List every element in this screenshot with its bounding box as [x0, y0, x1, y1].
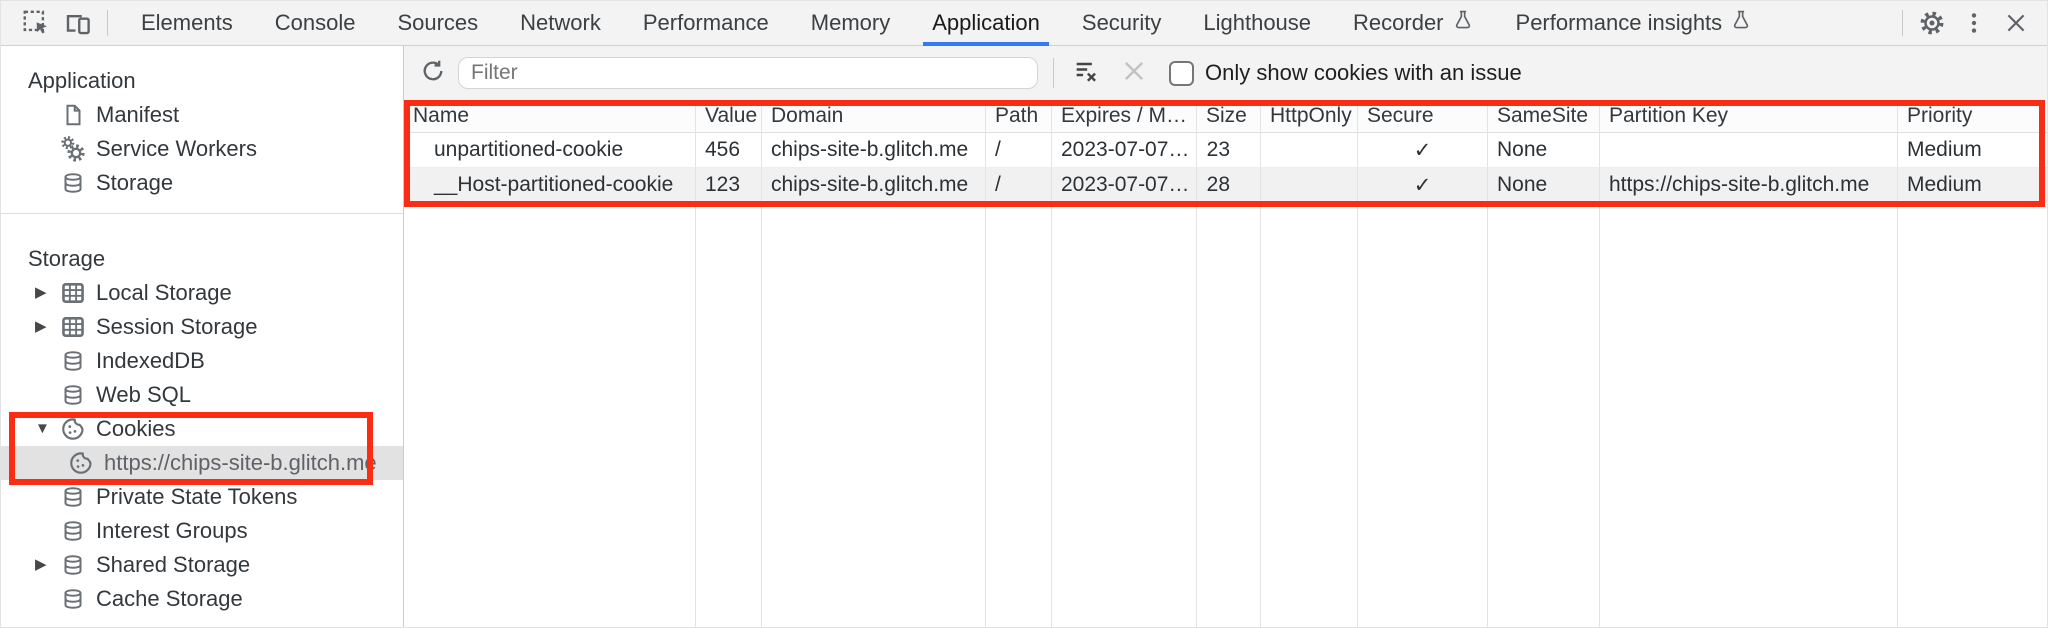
- experiment-flask-icon: [1730, 8, 1752, 38]
- cookie-icon: [67, 449, 95, 477]
- tab-performance-insights[interactable]: Performance insights: [1495, 1, 1774, 46]
- sidebar-section-application: Application: [28, 68, 136, 93]
- delete-cookie-button[interactable]: [1115, 54, 1153, 92]
- inspect-element-button[interactable]: [15, 1, 57, 45]
- sidebar-item-cookie-origin[interactable]: https://chips-site-b.glitch.me: [1, 446, 403, 480]
- tab-lighthouse[interactable]: Lighthouse: [1203, 10, 1312, 35]
- tab-performance[interactable]: Performance: [642, 10, 769, 35]
- sidebar-item-cache-storage[interactable]: Cache Storage: [1, 582, 403, 616]
- cookies-pane: Only show cookies with an issue Name Val…: [404, 46, 2047, 627]
- column-header-name[interactable]: Name: [404, 100, 696, 133]
- application-panel: Application Manifest: [1, 46, 2047, 627]
- issues-only-checkbox-label: Only show cookies with an issue: [1205, 60, 1522, 85]
- settings-button[interactable]: [1911, 1, 1953, 45]
- cookies-table-header: Name Value Domain Path Expires / M… Size…: [404, 100, 2047, 133]
- cookies-data-grid: Name Value Domain Path Expires / M… Size…: [404, 100, 2047, 627]
- chevron-right-icon[interactable]: ▶: [35, 318, 47, 335]
- tabbar-right-controls: [1894, 1, 2037, 45]
- sidebar-section-storage: Storage: [28, 246, 106, 271]
- issues-only-checkbox[interactable]: [1169, 60, 1194, 86]
- experiment-flask-icon: [1452, 8, 1474, 38]
- tab-recorder[interactable]: Recorder: [1332, 1, 1494, 46]
- refresh-icon: [419, 57, 447, 90]
- device-toolbar-icon: [63, 8, 93, 38]
- tab-elements[interactable]: Elements: [141, 10, 233, 35]
- database-icon: [59, 347, 87, 375]
- close-devtools-button[interactable]: [1995, 1, 2037, 45]
- column-header-expires[interactable]: Expires / M…: [1052, 100, 1197, 133]
- more-options-button[interactable]: [1953, 1, 1995, 45]
- chevron-right-icon[interactable]: ▶: [35, 556, 47, 573]
- sidebar-item-indexeddb[interactable]: IndexedDB: [1, 344, 403, 378]
- tab-sources[interactable]: Sources: [397, 10, 479, 35]
- secure-checkmark: ✓: [1358, 133, 1488, 168]
- filter-input[interactable]: [458, 57, 1038, 89]
- secure-checkmark: ✓: [1358, 168, 1488, 203]
- clear-filter-icon: [1072, 57, 1100, 90]
- column-header-httponly[interactable]: HttpOnly: [1261, 100, 1358, 133]
- tabbar-separator: [1902, 10, 1903, 36]
- column-header-partition-key[interactable]: Partition Key: [1600, 100, 1898, 133]
- column-header-samesite[interactable]: SameSite: [1488, 100, 1600, 133]
- empty-grid-area: [404, 203, 2047, 627]
- sidebar-item-web-sql[interactable]: Web SQL: [1, 378, 403, 412]
- chevron-down-icon[interactable]: ▼: [35, 420, 50, 437]
- sidebar-item-manifest[interactable]: Manifest: [1, 98, 403, 132]
- database-icon: [59, 585, 87, 613]
- column-header-size[interactable]: Size: [1197, 100, 1261, 133]
- tab-application[interactable]: Application: [911, 1, 1061, 46]
- sidebar-item-session-storage[interactable]: ▶ Session Storage: [1, 310, 403, 344]
- sidebar-item-service-workers[interactable]: Service Workers: [1, 132, 403, 166]
- column-header-priority[interactable]: Priority: [1898, 100, 2047, 133]
- column-header-secure[interactable]: Secure: [1358, 100, 1488, 133]
- cookie-icon: [59, 415, 87, 443]
- devtools-tabbar: Elements Console Sources Network Perform…: [1, 1, 2047, 46]
- service-workers-icon: [59, 135, 87, 163]
- chevron-right-icon[interactable]: ▶: [35, 284, 47, 301]
- document-icon: [59, 101, 87, 129]
- sidebar-item-storage[interactable]: Storage: [1, 166, 403, 200]
- application-sidebar: Application Manifest: [1, 46, 404, 627]
- tabbar-separator: [107, 10, 108, 36]
- sidebar-divider: [1, 213, 403, 214]
- gear-icon: [1917, 8, 1947, 38]
- tab-memory[interactable]: Memory: [810, 10, 891, 35]
- kebab-menu-icon: [1961, 10, 1987, 36]
- delete-x-icon: [1120, 57, 1148, 90]
- sidebar-item-local-storage[interactable]: ▶ Local Storage: [1, 276, 403, 310]
- database-icon: [59, 381, 87, 409]
- table-icon: [59, 313, 87, 341]
- refresh-button[interactable]: [414, 54, 452, 92]
- sidebar-item-cookies[interactable]: ▼ Cookies: [1, 412, 403, 446]
- toolbar-separator: [1053, 58, 1054, 88]
- close-icon: [2003, 10, 2029, 36]
- cookies-toolbar: Only show cookies with an issue: [404, 46, 2047, 100]
- database-icon: [59, 551, 87, 579]
- column-header-value[interactable]: Value: [696, 100, 762, 133]
- sidebar-item-private-state-tokens[interactable]: Private State Tokens: [1, 480, 403, 514]
- column-header-domain[interactable]: Domain: [762, 100, 986, 133]
- clear-filter-button[interactable]: [1067, 54, 1105, 92]
- panel-tabs: Elements Console Sources Network Perform…: [120, 1, 1773, 46]
- database-icon: [59, 169, 87, 197]
- tab-console[interactable]: Console: [274, 10, 356, 35]
- database-icon: [59, 517, 87, 545]
- tab-network[interactable]: Network: [520, 10, 601, 35]
- column-header-path[interactable]: Path: [986, 100, 1052, 133]
- device-toolbar-button[interactable]: [57, 1, 99, 45]
- tab-security[interactable]: Security: [1081, 10, 1162, 35]
- sidebar-item-interest-groups[interactable]: Interest Groups: [1, 514, 403, 548]
- database-icon: [59, 483, 87, 511]
- cookie-row-unpartitioned[interactable]: unpartitioned-cookie 456 chips-site-b.gl…: [404, 133, 2047, 168]
- sidebar-item-shared-storage[interactable]: ▶ Shared Storage: [1, 548, 403, 582]
- inspect-cursor-icon: [21, 8, 51, 38]
- table-icon: [59, 279, 87, 307]
- cookie-row-host-partitioned[interactable]: __Host-partitioned-cookie 123 chips-site…: [404, 168, 2047, 203]
